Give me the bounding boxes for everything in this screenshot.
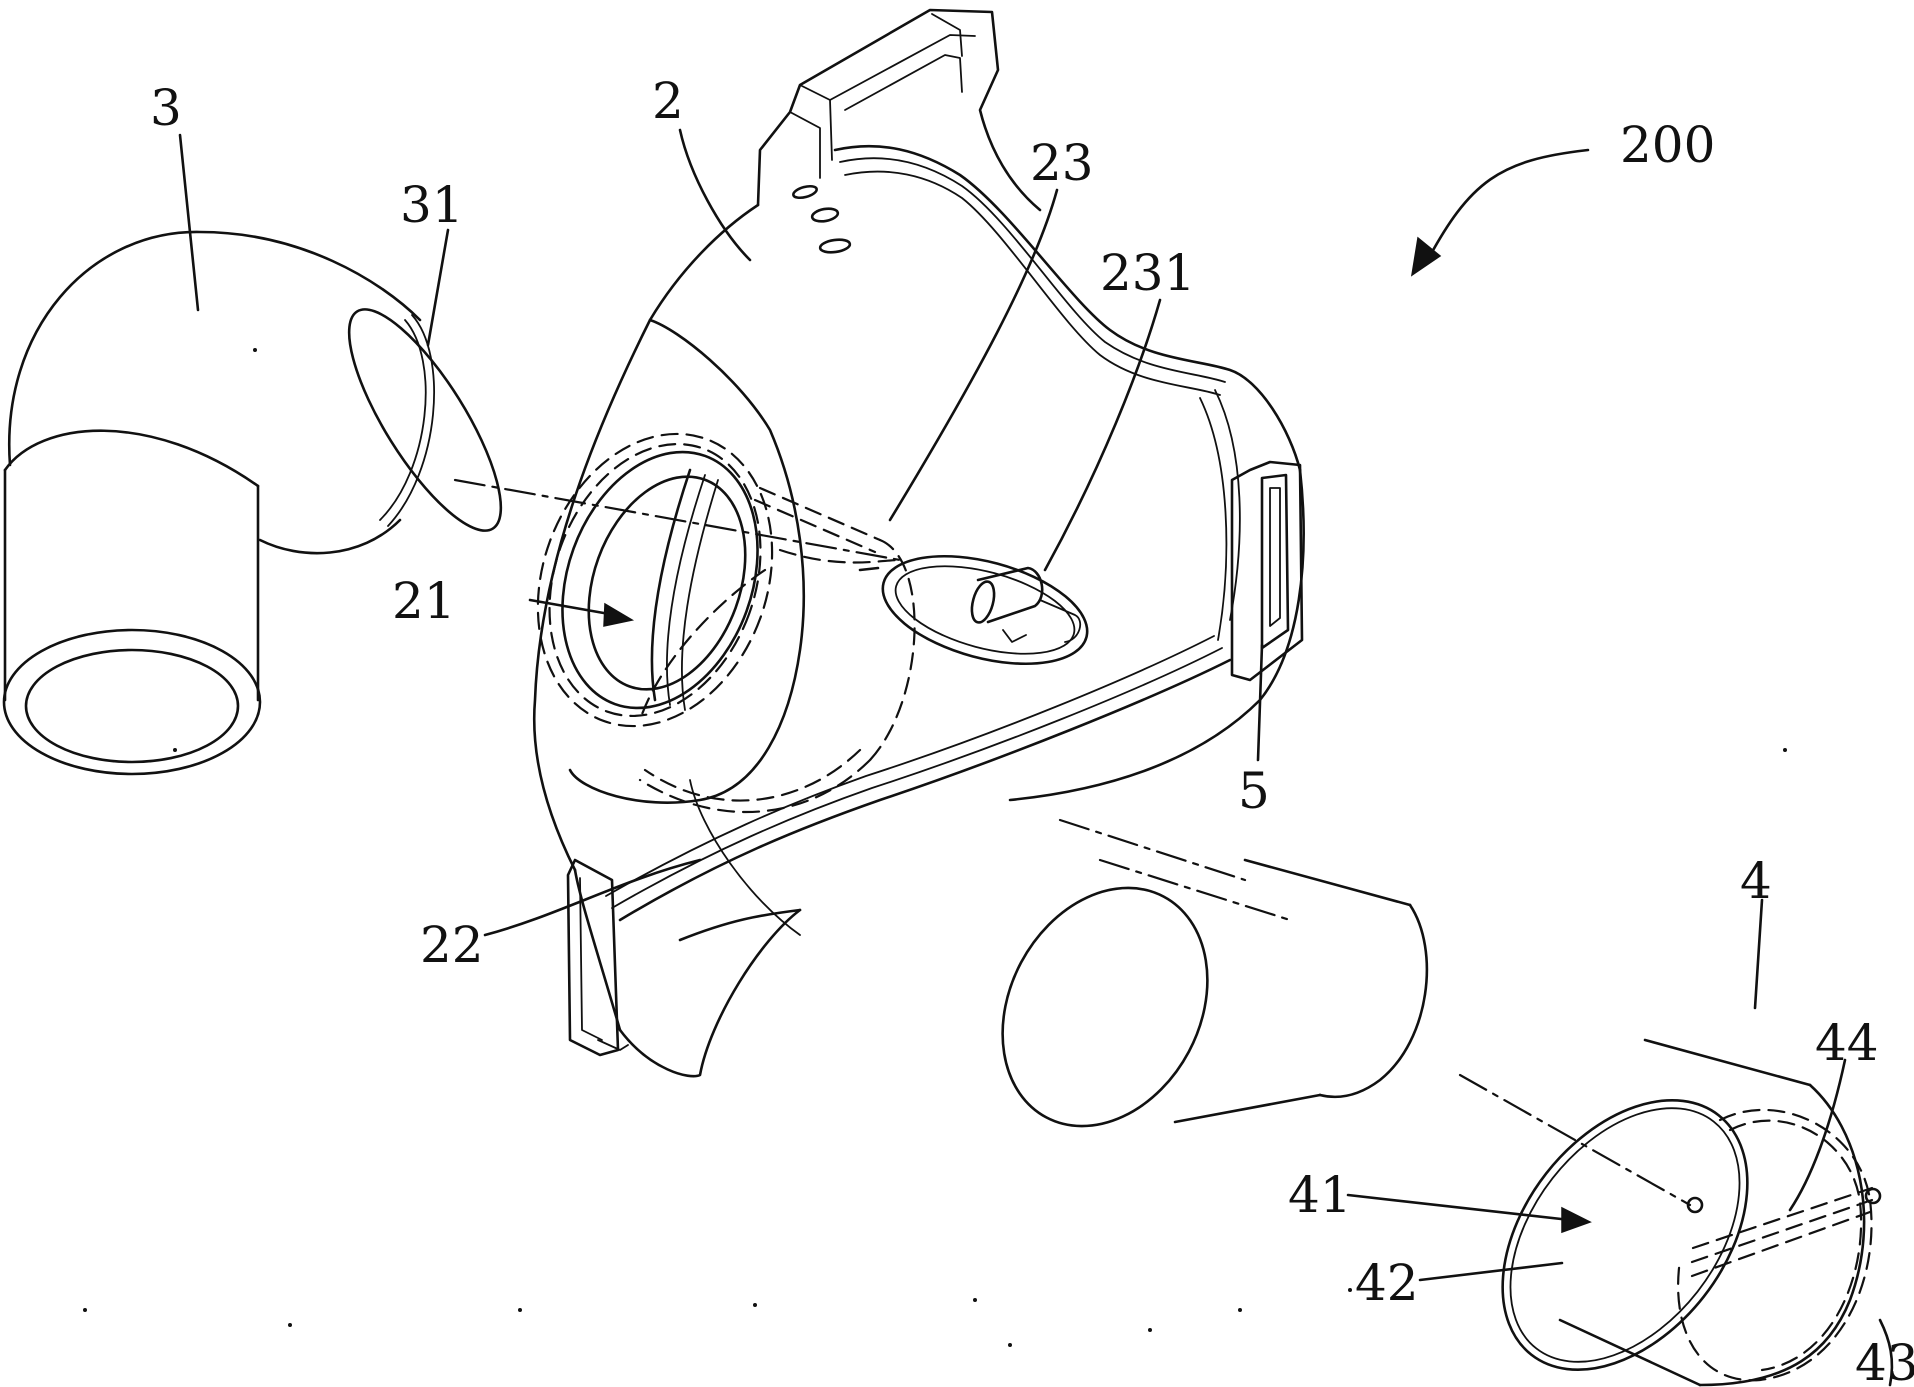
label-3: 3 bbox=[150, 79, 182, 137]
label-42: 42 bbox=[1355, 1254, 1419, 1312]
filter-cap-part bbox=[962, 852, 1426, 1162]
label-2: 2 bbox=[652, 72, 684, 130]
reference-labels: 200 2 3 31 23 231 21 22 5 4 44 41 42 43 bbox=[150, 72, 1914, 1387]
label-4: 4 bbox=[1740, 852, 1772, 910]
label-22: 22 bbox=[420, 916, 484, 974]
label-44: 44 bbox=[1815, 1014, 1879, 1072]
elbow-tube-part bbox=[4, 232, 527, 774]
leader-lines bbox=[180, 130, 1892, 1385]
assembly-axis-lines bbox=[455, 480, 1690, 1205]
label-41: 41 bbox=[1288, 1166, 1352, 1224]
label-23: 23 bbox=[1030, 134, 1094, 192]
label-31: 31 bbox=[400, 176, 464, 234]
label-5: 5 bbox=[1238, 762, 1270, 820]
label-231: 231 bbox=[1100, 244, 1195, 302]
label-43: 43 bbox=[1855, 1334, 1914, 1387]
label-200: 200 bbox=[1620, 116, 1715, 174]
label-21: 21 bbox=[392, 572, 456, 630]
mask-body-part bbox=[498, 10, 1303, 1076]
